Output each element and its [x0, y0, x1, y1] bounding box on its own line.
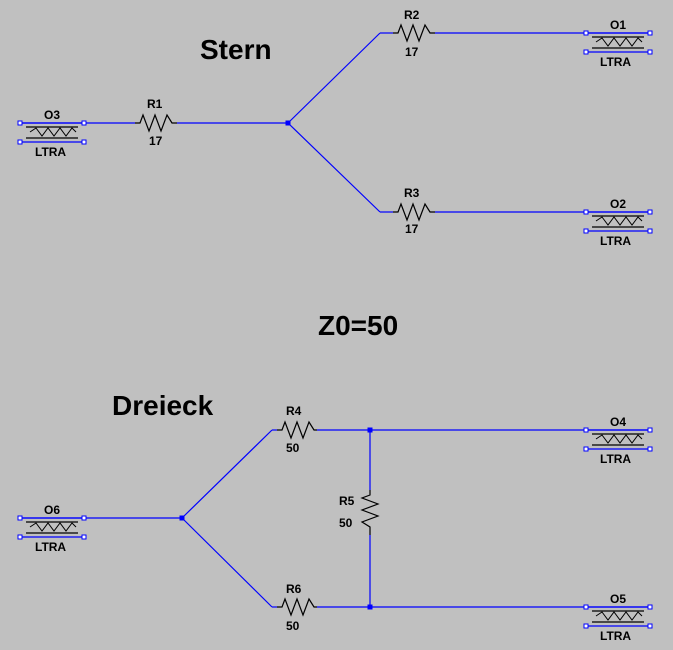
transmission-line-o2-pin[interactable]	[583, 209, 589, 215]
heading-dreieck: Dreieck	[112, 390, 214, 421]
transmission-line-o5-pin[interactable]	[583, 604, 589, 610]
transmission-line-o5-zigzag	[595, 611, 643, 621]
transmission-line-o4-pin[interactable]	[647, 446, 653, 452]
wire-node-down-delta	[181, 517, 273, 608]
resistor-r4-value: 50	[286, 441, 300, 455]
junction-r5-bottom	[367, 604, 373, 610]
resistor-r6-name: R6	[286, 582, 302, 596]
transmission-line-o2[interactable]: O2 LTRA	[583, 197, 653, 248]
transmission-line-o1-zigzag	[595, 37, 643, 47]
junction-star	[285, 120, 291, 126]
transmission-line-o3-name: O3	[44, 108, 60, 122]
resistor-r6-value: 50	[286, 619, 300, 633]
transmission-line-o5-name: O5	[610, 592, 626, 606]
resistor-r3-name: R3	[404, 186, 420, 200]
transmission-line-o5-model: LTRA	[600, 629, 631, 643]
resistor-r5-value: 50	[339, 516, 353, 530]
heading-z0: Z0=50	[318, 310, 398, 341]
wire-node-down	[287, 122, 381, 213]
resistor-r5[interactable]: R5 50	[339, 490, 380, 535]
resistor-r2-value: 17	[405, 45, 419, 59]
transmission-line-o2-pin[interactable]	[647, 228, 653, 234]
transmission-line-o6-pin[interactable]	[81, 534, 87, 540]
transmission-line-o5-pin[interactable]	[647, 604, 653, 610]
junction-delta-input	[179, 515, 185, 521]
transmission-line-o5-pin[interactable]	[583, 623, 589, 629]
resistor-r3-symbol	[393, 202, 435, 222]
resistor-r5-name: R5	[339, 494, 355, 508]
transmission-line-o1-pin[interactable]	[647, 49, 653, 55]
resistor-r2-symbol	[393, 23, 435, 43]
transmission-line-o3-pin[interactable]	[17, 120, 23, 126]
transmission-line-o4-pin[interactable]	[583, 427, 589, 433]
resistor-r2[interactable]: R2 17	[393, 8, 435, 59]
transmission-line-o5-pin[interactable]	[647, 623, 653, 629]
transmission-line-o6[interactable]: O6 LTRA	[17, 503, 87, 554]
resistor-r4[interactable]: R4 50	[277, 404, 317, 455]
transmission-line-o4-zigzag	[595, 434, 643, 444]
transmission-line-o1-pin[interactable]	[647, 30, 653, 36]
transmission-line-o3-pin[interactable]	[81, 120, 87, 126]
transmission-line-o1-pin[interactable]	[583, 49, 589, 55]
resistor-r3-value: 17	[405, 222, 419, 236]
transmission-line-o2-zigzag	[595, 216, 643, 226]
transmission-line-o1[interactable]: O1 LTRA	[583, 18, 653, 69]
heading-stern: Stern	[200, 34, 272, 65]
resistor-r1-value: 17	[149, 134, 163, 148]
transmission-line-o4[interactable]: O4 LTRA	[583, 415, 653, 466]
transmission-line-o3-pin[interactable]	[81, 139, 87, 145]
wire-node-up-delta	[181, 429, 273, 519]
transmission-line-o6-pin[interactable]	[17, 534, 23, 540]
transmission-line-o5[interactable]: O5 LTRA	[583, 592, 653, 643]
transmission-line-o6-pin[interactable]	[81, 515, 87, 521]
transmission-line-o3-model: LTRA	[35, 145, 66, 159]
resistor-r5-symbol	[360, 490, 380, 535]
resistor-r2-name: R2	[404, 8, 420, 22]
dreieck-wires	[20, 427, 650, 610]
transmission-line-o4-pin[interactable]	[647, 427, 653, 433]
wire-node-up	[287, 32, 381, 124]
transmission-line-o4-name: O4	[610, 415, 626, 429]
junction-r5-top	[367, 427, 373, 433]
transmission-line-o3[interactable]: O3 LTRA	[17, 108, 87, 159]
transmission-line-o3-zigzag	[29, 127, 77, 137]
transmission-line-o3-pin[interactable]	[17, 139, 23, 145]
transmission-line-o6-pin[interactable]	[17, 515, 23, 521]
resistor-r6[interactable]: R6 50	[277, 582, 317, 633]
transmission-line-o1-name: O1	[610, 18, 626, 32]
transmission-line-o1-model: LTRA	[600, 55, 631, 69]
transmission-line-o4-model: LTRA	[600, 452, 631, 466]
resistor-r3[interactable]: R3 17	[393, 186, 435, 236]
transmission-line-o1-pin[interactable]	[583, 30, 589, 36]
transmission-line-o6-zigzag	[29, 522, 77, 532]
transmission-line-o6-name: O6	[44, 503, 60, 517]
resistor-r1-symbol	[135, 113, 177, 133]
stern-wires	[20, 32, 650, 213]
transmission-line-o2-model: LTRA	[600, 234, 631, 248]
transmission-line-o2-name: O2	[610, 197, 626, 211]
transmission-line-o2-pin[interactable]	[647, 209, 653, 215]
resistor-r1[interactable]: R1 17	[135, 97, 177, 148]
transmission-line-o2-pin[interactable]	[583, 228, 589, 234]
transmission-line-o4-pin[interactable]	[583, 446, 589, 452]
resistor-r4-symbol	[277, 420, 317, 440]
resistor-r1-name: R1	[147, 97, 163, 111]
resistor-r6-symbol	[277, 597, 317, 617]
transmission-line-o6-model: LTRA	[35, 540, 66, 554]
resistor-r4-name: R4	[286, 404, 302, 418]
